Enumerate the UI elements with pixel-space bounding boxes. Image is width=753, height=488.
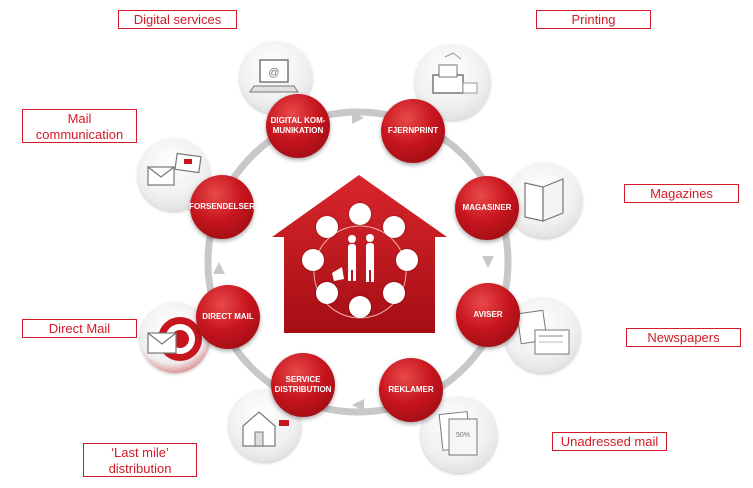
label-magazines: Magazines: [624, 184, 739, 203]
node-magasiner[interactable]: MAGASINER: [455, 176, 519, 240]
printer-icon: [415, 45, 490, 120]
inner-node: [396, 249, 418, 271]
node-label: DIRECT MAIL: [202, 312, 254, 321]
magazine-icon: [507, 163, 582, 238]
laptop-icon: @: [240, 42, 312, 114]
node-label: MAGASINER: [462, 203, 512, 212]
inner-node: [302, 249, 324, 271]
inner-node: [316, 282, 338, 304]
inner-node: [383, 216, 405, 238]
label-last-mile-distribution: ‘Last mile’ distribution: [83, 443, 197, 477]
label-unadressed-mail: Unadressed mail: [552, 432, 667, 451]
inner-node: [349, 203, 371, 225]
node-fjernprint[interactable]: FJERNPRINT: [381, 99, 445, 163]
central-house: [272, 175, 447, 335]
node-digital-kommunikation[interactable]: DIGITAL KOM- MUNIKATION: [266, 94, 330, 158]
node-aviser[interactable]: AVISER: [456, 283, 520, 347]
inner-node: [316, 216, 338, 238]
label-digital-services: Digital services: [118, 10, 237, 29]
node-label: FJERNPRINT: [387, 126, 439, 135]
label-newspapers: Newspapers: [626, 328, 741, 347]
label-direct-mail: Direct Mail: [22, 319, 137, 338]
node-label: AVISER: [473, 310, 503, 319]
label-printing: Printing: [536, 10, 651, 29]
node-reklamer[interactable]: REKLAMER: [379, 358, 443, 422]
node-direct-mail[interactable]: DIRECT MAIL: [196, 285, 260, 349]
inner-node: [349, 296, 371, 318]
node-service-distribution[interactable]: SERVICE DISTRIBUTION: [271, 353, 335, 417]
node-label: SERVICE DISTRIBUTION: [274, 375, 332, 394]
node-label: REKLAMER: [388, 385, 434, 394]
svg-text:50%: 50%: [456, 432, 470, 439]
label-mail-communication: Mail communication: [22, 109, 137, 143]
node-label: DIGITAL KOM- MUNIKATION: [270, 116, 326, 135]
inner-node: [383, 282, 405, 304]
node-label: FORSENDELSER: [189, 202, 255, 211]
svg-text:@: @: [268, 67, 279, 79]
node-forsendelser[interactable]: FORSENDELSER: [189, 175, 255, 239]
